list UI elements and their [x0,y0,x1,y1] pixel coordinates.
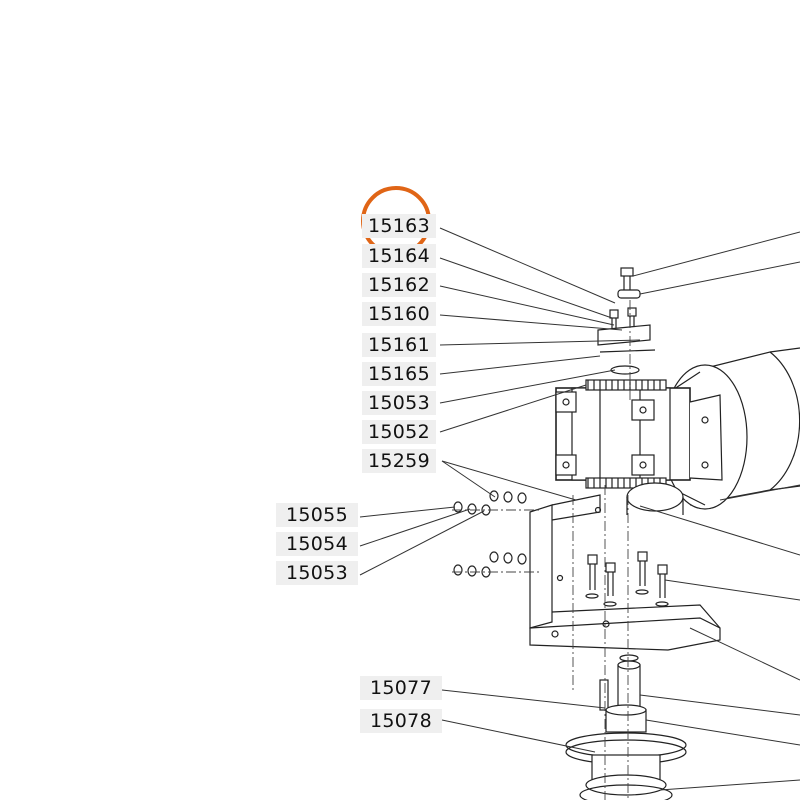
callout-15077[interactable]: 15077 [360,676,442,700]
callout-15052[interactable]: 15052 [362,420,436,444]
top-hardware [597,267,656,375]
leader-lines [359,227,800,791]
callout-15055[interactable]: 15055 [276,503,358,527]
callout-15053-lower[interactable]: 15053 [276,561,358,585]
callout-15054[interactable]: 15054 [276,532,358,556]
callout-15164[interactable]: 15164 [362,244,436,268]
gearbox [555,379,723,515]
mounting-bracket [529,494,721,651]
callout-15053-upper[interactable]: 15053 [362,391,436,415]
bolts [585,551,669,607]
callout-15163[interactable]: 15163 [362,214,436,238]
shaft-pulley [565,654,687,800]
callout-15162[interactable]: 15162 [362,273,436,297]
callout-15259[interactable]: 15259 [362,449,436,473]
callout-15161[interactable]: 15161 [362,333,436,357]
washers-nuts [453,490,527,578]
callout-15078[interactable]: 15078 [360,709,442,733]
center-lines [452,300,631,800]
callout-15165[interactable]: 15165 [362,362,436,386]
callout-15160[interactable]: 15160 [362,302,436,326]
